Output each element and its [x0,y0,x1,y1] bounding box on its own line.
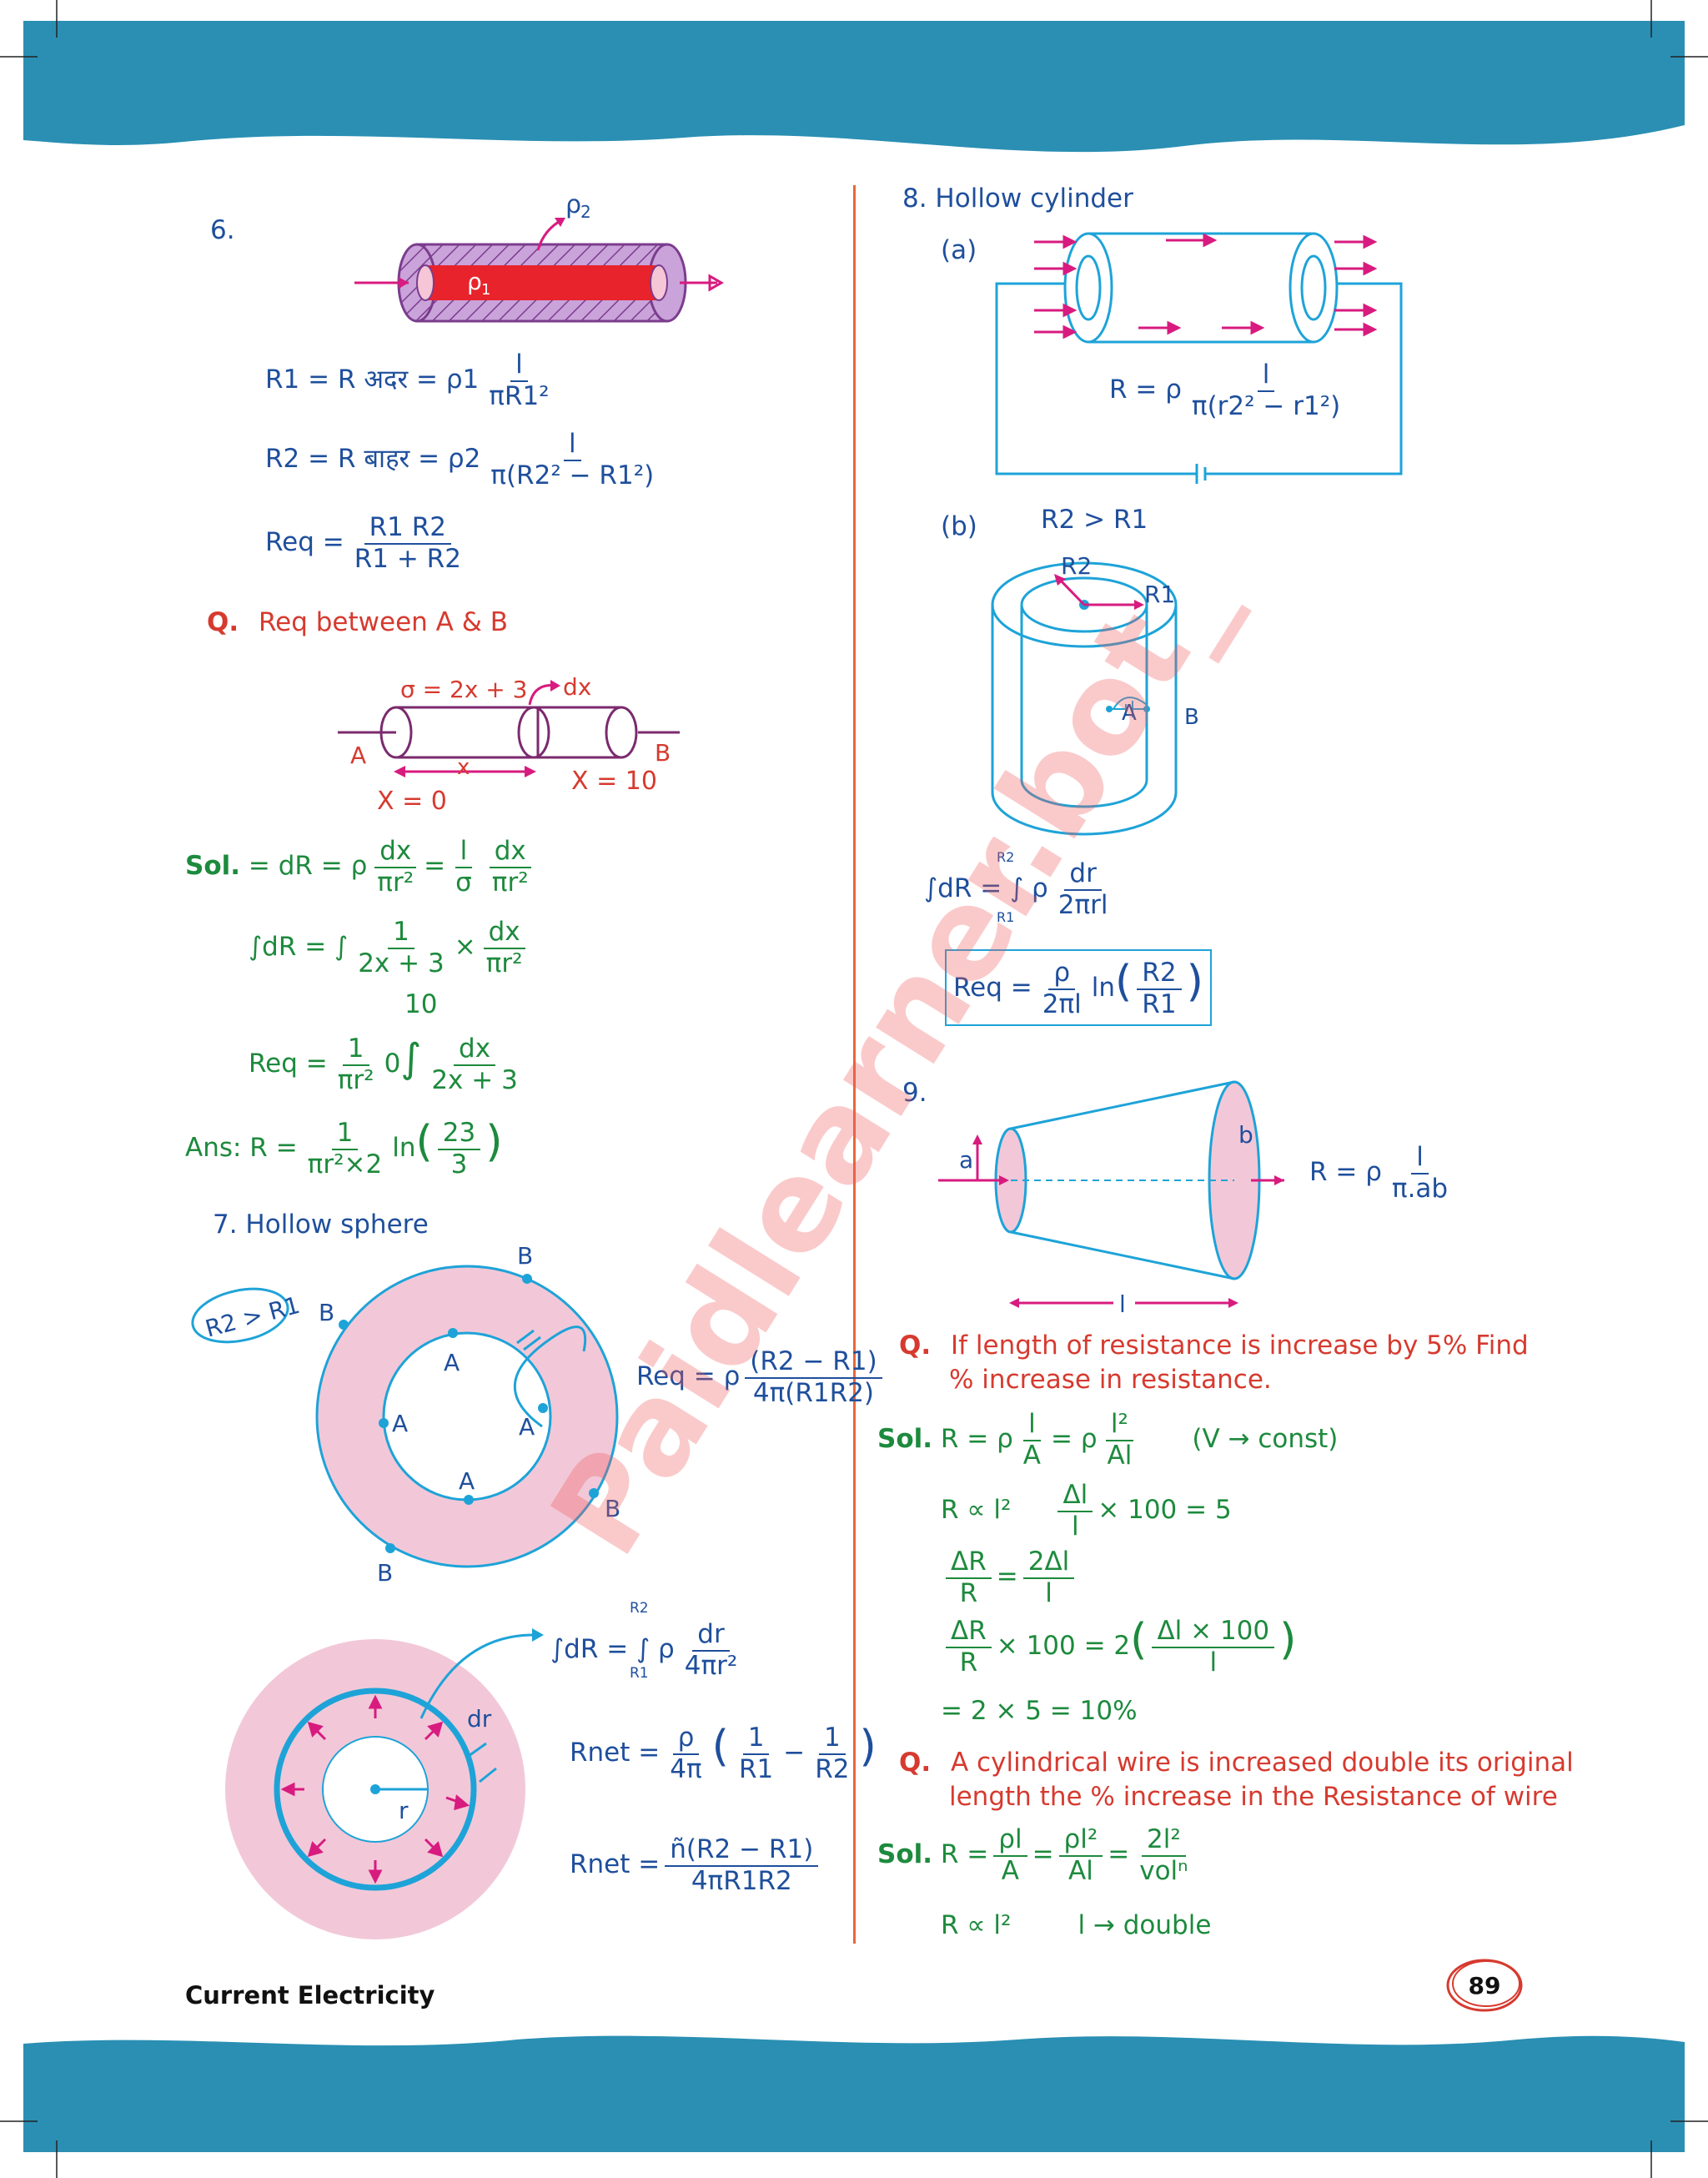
svg-text:R2: R2 [1061,552,1092,580]
bottom-banner [0,2035,1708,2178]
sigma-label: σ = 2x + 3 [400,676,527,703]
dr-label: dr [467,1705,492,1733]
svg-text:B: B [319,1299,334,1326]
q7-lower-limit: R1 [630,1665,649,1682]
q8-cylinder-circuit [995,232,1403,484]
q7-rnet2: Rnet =ñ(R2 − R1)4πR1R2 [570,1834,823,1896]
rho1-label: ρ [467,268,482,295]
svg-text:A: A [519,1413,535,1441]
svg-text:2: 2 [580,202,591,222]
svg-text:B: B [1184,705,1199,730]
q7-req-formula: Req = ρ(R2 − R1)4π(R1R2) [636,1346,887,1408]
q-length-heading-line2: % increase in resistance. [949,1365,1272,1395]
q7-title: 7. Hollow sphere [213,1210,429,1240]
q8b-condition: R2 > R1 [1041,505,1148,535]
q8b-upper-limit: R2 [997,849,1015,865]
q8b-lower-limit: R1 [997,909,1015,925]
q-ab-cylinder-diagram: σ = 2x + 3 dx A B x X = 0 X = 10 [338,673,680,816]
q8b-cylinder-diagram: R2 R1 A B [991,552,1199,836]
svg-text:A: A [459,1467,475,1495]
q8-title: 8. Hollow cylinder [902,184,1133,214]
svg-text:B: B [377,1559,393,1585]
q-length-heading: Q. If length of resistance is increase b… [899,1330,1529,1361]
q8-part-b-label: (b) [941,511,977,541]
dx-label: dx [563,673,591,701]
q-wire-heading: Q. A cylindrical wire is increased doubl… [899,1748,1574,1778]
rho2-label: ρ [565,190,581,219]
page-number: 89 [1469,1972,1501,1999]
q6-number: 6. [210,215,235,245]
r-label: r [399,1797,409,1824]
q7-sphere-diagram: R2 > R1 B B A A A A B B [191,1242,620,1585]
column-divider [853,185,856,1944]
q-ab-upper-limit: 10 [404,989,438,1019]
l-dim-label: l [1119,1290,1126,1318]
q6-cylinder-diagram: ρ 2 ρ 1 [354,190,725,323]
q7-shell-diagram: r dr [225,1628,544,1939]
svg-text:A: A [444,1349,460,1376]
q8-part-a-label: (a) [941,235,977,265]
svg-text:B: B [605,1495,620,1522]
svg-text:B: B [517,1242,533,1270]
a-label: A [350,742,366,769]
q-length-sol5: = 2 × 5 = 10% [941,1696,1138,1726]
q-ab-heading: Q. Req between A & B [207,607,509,637]
x-label: x [457,755,470,780]
q-wire-heading-line2: length the % increase in the Resistance … [949,1782,1558,1812]
a-dim-label: a [959,1146,973,1174]
q7-condition: R2 > R1 [203,1291,303,1343]
b-label: B [655,739,671,767]
q7-upper-limit: R2 [630,1600,649,1617]
top-banner [0,0,1708,153]
x10-label: X = 10 [571,767,657,796]
q9-frustum-diagram: a b l [938,1080,1284,1318]
b-dim-label: b [1238,1121,1253,1149]
svg-text:A: A [392,1410,408,1437]
footer-chapter-title: Current Electricity [185,1981,435,2009]
q9-number: 9. [902,1078,927,1108]
svg-text:R1: R1 [1144,581,1175,608]
x0-label: X = 0 [377,787,447,816]
page-number-badge: 89 [1446,1959,1523,2012]
svg-text:A: A [1122,701,1137,726]
svg-text:1: 1 [481,281,490,299]
